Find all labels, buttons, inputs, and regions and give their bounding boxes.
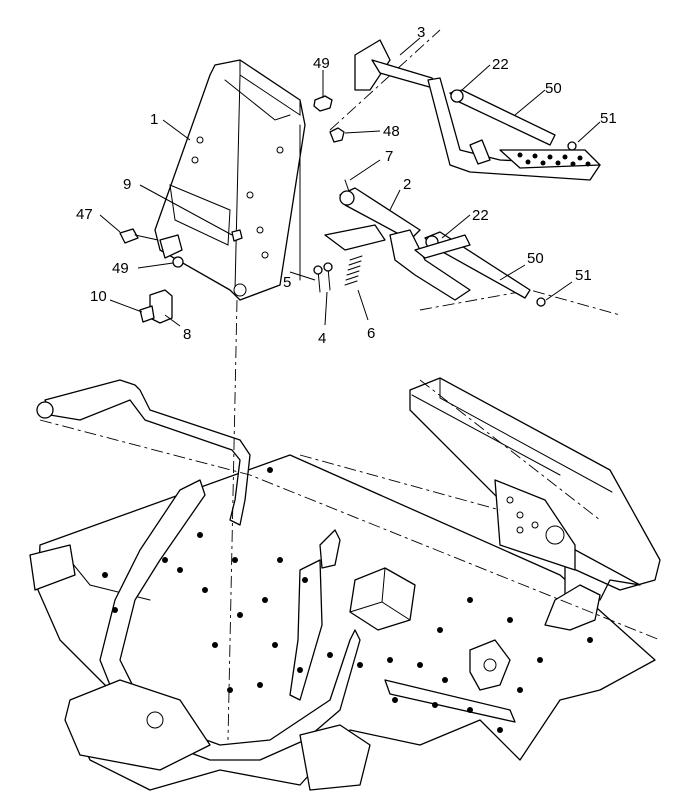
lower-pedal-assembly [324,187,531,301]
callout-4: 4 [318,330,326,347]
floor-holes [102,467,593,733]
assembly-centerlines [39,29,661,741]
leader-lines [99,37,601,327]
upper-pedal-assembly [354,39,601,181]
chassis-frame [29,377,661,791]
callout-8: 8 [183,326,191,343]
hardware-items [119,95,577,324]
pedal-bracket-box [154,59,306,301]
callout-labels: 1 2 3 4 5 6 7 8 9 10 22 22 47 48 49 49 5… [76,24,617,347]
callout-50-upper: 50 [545,80,562,97]
callout-9: 9 [123,176,131,193]
callout-47: 47 [76,206,93,223]
callout-51-upper: 51 [600,110,617,127]
callout-6: 6 [367,325,375,342]
callout-7: 7 [385,148,393,165]
callout-49-lower: 49 [112,260,129,277]
callout-22-lower: 22 [472,207,489,224]
callout-48: 48 [383,123,400,140]
callout-5: 5 [283,274,291,291]
callout-10: 10 [90,288,107,305]
callout-50-lower: 50 [527,250,544,267]
callout-1: 1 [150,111,158,128]
callout-51-lower: 51 [575,267,592,284]
callout-22-upper: 22 [492,56,509,73]
callout-3: 3 [417,24,425,41]
callout-2: 2 [403,176,411,193]
callout-49-upper: 49 [313,55,330,72]
